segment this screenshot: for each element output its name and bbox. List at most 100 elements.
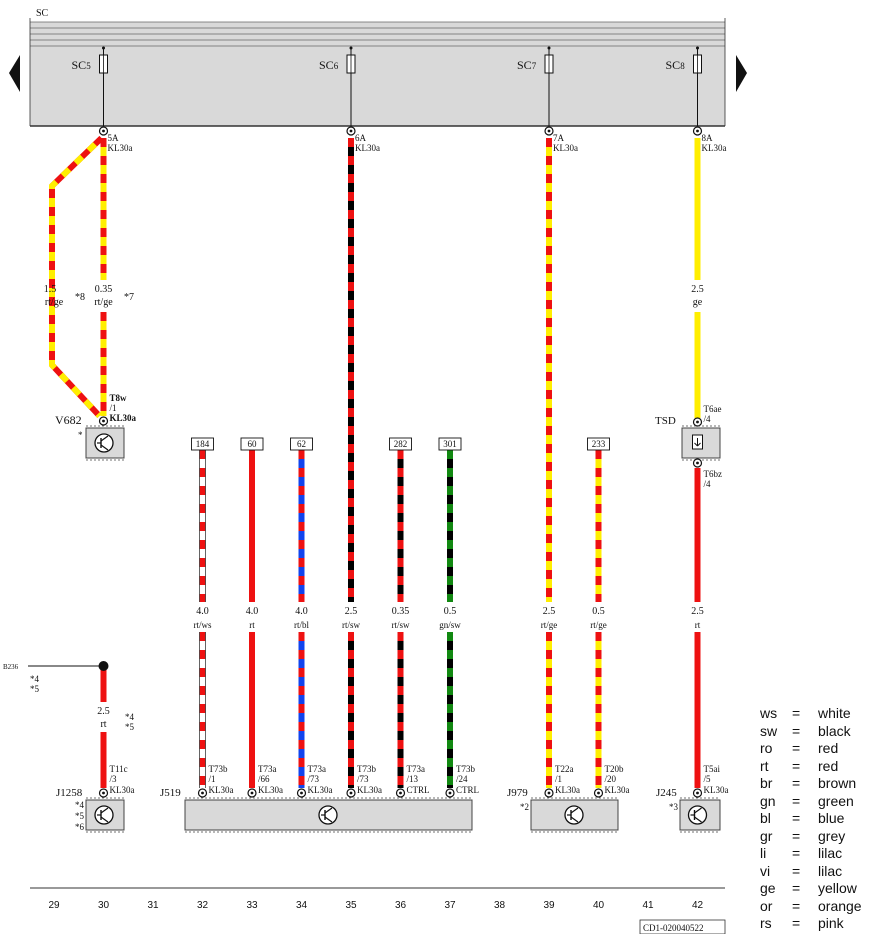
legend-code: ge <box>760 880 776 896</box>
column-number: 41 <box>642 900 654 911</box>
wire-size: 2.5 <box>345 606 358 617</box>
column-number: 33 <box>246 900 258 911</box>
v682-pin-label: T8w <box>110 393 128 403</box>
wire-note: *4 <box>125 712 135 722</box>
fuse-SC7 <box>544 46 554 126</box>
connector-pin <box>296 788 307 798</box>
connector-terminal: KL30a <box>258 785 283 795</box>
wire-color: rt/sw <box>392 620 411 630</box>
wire-note: *7 <box>124 292 134 303</box>
legend-color-name: lilac <box>818 862 843 879</box>
legend-color-name: blue <box>818 810 845 826</box>
connector-pin <box>593 788 604 798</box>
reference-number: 301 <box>443 439 457 449</box>
fuse-tap-pin <box>692 126 703 136</box>
connector-terminal: KL30a <box>308 785 333 795</box>
fuse-SC8 <box>693 46 702 126</box>
legend-code: rs <box>760 915 772 931</box>
legend-code: ro <box>760 740 773 756</box>
components-layer <box>85 46 721 833</box>
fuse-terminal: KL30a <box>108 143 133 153</box>
frame-layer <box>9 18 747 934</box>
connector-pin-number: /13 <box>407 774 419 784</box>
connector-pin-number: /66 <box>258 774 270 784</box>
wire-color: rt/ge <box>541 620 558 630</box>
legend-code: ws <box>760 705 778 721</box>
connector-pin-label: T20b <box>605 764 624 774</box>
legend-equals: = <box>792 740 801 756</box>
fuse-rating: 8A <box>702 133 714 143</box>
legend-equals: = <box>792 915 801 931</box>
wire-size: 2.5 <box>691 606 704 617</box>
j1258-body <box>85 797 125 833</box>
legend-equals: = <box>792 775 801 791</box>
tsd-pin-top <box>692 417 703 427</box>
legend-row: ge=yellow <box>760 880 878 898</box>
column-number: 42 <box>692 900 704 911</box>
legend-row: gn=green <box>760 793 878 811</box>
reference-box <box>191 437 214 451</box>
wire-color: rt/ge <box>590 620 607 630</box>
fuse-terminal: KL30a <box>355 143 380 153</box>
j979-transistor-icon <box>564 805 584 825</box>
wire-size: 0.35 <box>95 284 113 295</box>
legend-equals: = <box>792 897 801 914</box>
connector-terminal: KL30a <box>555 785 580 795</box>
b236-note: *4 <box>30 674 40 684</box>
wire-32-lower <box>199 632 206 788</box>
connector-pin <box>445 788 455 798</box>
legend-row: or=orange <box>760 898 878 916</box>
wire-color: rt <box>695 620 701 630</box>
v682-transistor-icon <box>94 433 114 453</box>
page-code: CD1-020040522 <box>643 923 704 933</box>
legend-color-name: yellow <box>818 880 857 896</box>
wire-color: rt/ge <box>94 297 113 308</box>
column-number: 39 <box>543 900 555 911</box>
b236-label: B236 <box>3 663 19 671</box>
wire-size: 0.35 <box>392 606 410 617</box>
wire-size: 0.5 <box>444 606 457 617</box>
legend-code: gr <box>760 827 773 844</box>
bus-label: SC <box>36 8 49 19</box>
reference-number: 60 <box>248 439 258 449</box>
j245-label: J245 <box>656 787 677 799</box>
wire-size: 4.0 <box>196 606 209 617</box>
wire-size: 4.0 <box>246 606 259 617</box>
j245-mark: *3 <box>669 802 679 812</box>
wire-size: 1.5 <box>44 284 57 295</box>
junction-dot <box>98 661 109 671</box>
connector-terminal: CTRL <box>456 785 479 795</box>
fuse-label: SC7 <box>517 58 537 72</box>
connector-pin <box>247 788 257 798</box>
j519-transistor-icon <box>318 805 338 825</box>
wire-size: 2.5 <box>543 606 556 617</box>
j1258-label: J1258 <box>56 787 83 799</box>
v682-pin <box>98 416 109 426</box>
fuse-tap-pin <box>346 126 356 136</box>
legend-row: ro=red <box>760 740 878 758</box>
wire-note: *8 <box>75 292 85 303</box>
fuse-tap-pin <box>98 126 109 136</box>
connector-pin <box>197 788 208 798</box>
fuse-SC6 <box>346 46 356 126</box>
fuse-number: 6 <box>334 61 339 71</box>
connector-pin-number: /73 <box>357 774 369 784</box>
j1258-mark: *6 <box>75 822 85 832</box>
fuse-rating: 5A <box>108 133 120 143</box>
fuse-number: 7 <box>532 61 537 71</box>
column-number: 30 <box>98 900 110 911</box>
connector-pin <box>346 788 356 798</box>
v682-label: V682 <box>55 413 82 427</box>
legend-equals: = <box>792 722 801 739</box>
j1258-pin <box>98 788 109 798</box>
j519-label: J519 <box>160 787 181 799</box>
legend-code: sw <box>760 722 778 739</box>
fuse-terminal: KL30a <box>702 143 727 153</box>
fuse-SC5 <box>99 46 108 126</box>
connector-terminal: KL30a <box>704 785 729 795</box>
legend-row: sw=black <box>760 723 878 741</box>
column-number: 38 <box>494 900 506 911</box>
column-number: 34 <box>296 900 308 911</box>
connector-pin <box>692 788 703 798</box>
